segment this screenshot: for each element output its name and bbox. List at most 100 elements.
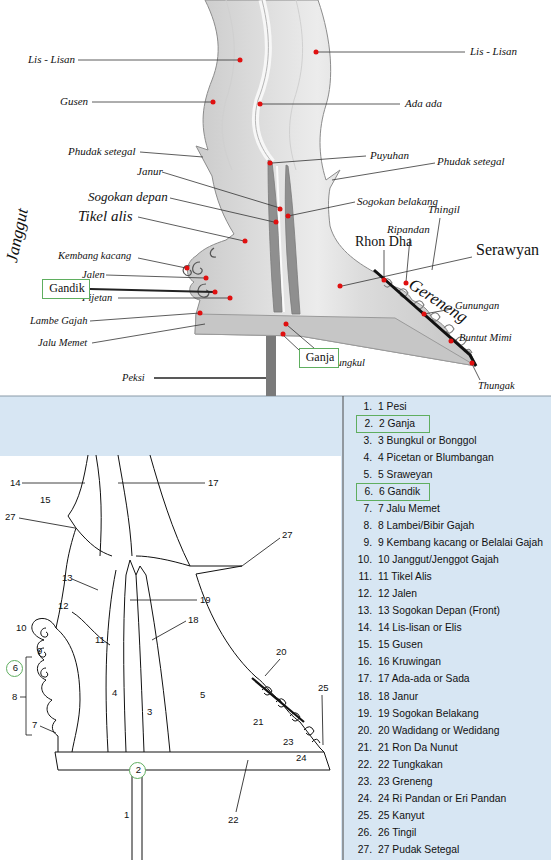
leader-line	[242, 538, 280, 566]
list-marker: 7.	[322, 503, 372, 515]
list-marker: 10.	[322, 554, 372, 566]
highlight-row: 6. 6 Gandik	[356, 483, 430, 501]
highlight-box: Ganja	[299, 348, 339, 368]
list-item: 14 Lis-lisan or Elis	[378, 622, 462, 634]
leader-line	[138, 258, 186, 268]
list-marker: 21.	[322, 742, 372, 754]
callout-number: 25	[318, 682, 329, 693]
list-marker: 27.	[322, 844, 372, 856]
list-marker: 18.	[322, 691, 372, 703]
gusen-line	[290, 0, 303, 170]
list-item: 7 Jalu Memet	[378, 503, 440, 515]
list-item: 15 Gusen	[378, 639, 423, 651]
leader-line	[332, 163, 435, 180]
part-label: Ganja	[300, 349, 340, 366]
keris-blade	[187, 0, 476, 366]
part-label: Peksi	[122, 372, 145, 385]
highlight-row: 2.2 Ganja	[356, 415, 430, 433]
tikel-alis-line	[72, 612, 110, 645]
list-item: 3 Bungkul or Bonggol	[378, 435, 476, 447]
marker-dot	[213, 290, 218, 295]
callout-number: 17	[208, 477, 219, 488]
callout-lines	[19, 483, 323, 812]
leader-line	[152, 621, 186, 640]
list-item: 17 Ada-ada or Sada	[378, 673, 470, 685]
leader-line	[92, 102, 212, 103]
callout-number: 27	[5, 511, 16, 522]
leader-line	[130, 600, 197, 601]
callout-number: 22	[228, 814, 239, 825]
list-marker: 6.	[357, 484, 373, 499]
part-label: Lis - Lisan	[28, 53, 75, 66]
part-label: Gunungan	[455, 300, 499, 313]
leader-line	[154, 377, 266, 379]
leader-line	[140, 152, 203, 157]
marker-dot	[314, 50, 319, 55]
list-marker: 25.	[322, 810, 372, 822]
list-marker: 2.	[357, 416, 373, 431]
picetan-line	[56, 628, 80, 752]
marker-dot	[211, 100, 216, 105]
leader-line	[90, 313, 200, 321]
part-label: Puyuhan	[370, 149, 409, 162]
list-item: 11 Tikel Alis	[378, 571, 432, 583]
leader-line	[90, 289, 214, 292]
callout-number: 24	[296, 752, 307, 763]
part-label: Lambe Gajah	[30, 315, 87, 328]
part-label: Sogokan belakang	[357, 195, 438, 208]
list-marker: 12.	[322, 588, 372, 600]
list-item: 1 Pesi	[378, 401, 407, 413]
callout-number: 2	[130, 763, 147, 777]
part-label: Kembang kacang	[58, 250, 131, 263]
leader-line	[19, 518, 75, 528]
leader-line	[72, 579, 98, 590]
marker-dot	[278, 207, 283, 212]
gandik-curl	[183, 248, 216, 297]
list-marker: 19.	[322, 708, 372, 720]
part-label: Rhon Dha	[355, 234, 412, 251]
gereneng-bracket	[374, 270, 476, 366]
list-item: 6 Gandik	[379, 484, 429, 499]
callout-number: 19	[200, 594, 211, 605]
list-item: 27 Pudak Setegal	[378, 844, 459, 856]
part-label: Janur	[137, 165, 163, 178]
marker-dot	[449, 339, 454, 344]
list-marker: 17.	[322, 673, 372, 685]
highlight-circle: 6	[6, 660, 23, 677]
part-label: Sogokan depan	[88, 189, 168, 205]
leader-line	[138, 217, 244, 241]
callout-number: 14	[10, 477, 21, 488]
callout-number: 27	[282, 529, 293, 540]
part-label: Phudak setegal	[437, 155, 505, 168]
list-item: 8 Lambei/Bibir Gajah	[378, 520, 474, 532]
highlight-box: Gandik	[42, 279, 90, 299]
leader-line	[265, 659, 280, 676]
drawing-background	[0, 456, 341, 860]
callout-number: 23	[283, 736, 294, 747]
ada-ada-line	[118, 455, 132, 556]
blade-back-edge	[150, 455, 324, 752]
list-item: 26 Tingil	[378, 827, 416, 839]
marker-dot	[238, 58, 243, 63]
list-marker: 13.	[322, 605, 372, 617]
list-item: 16 Kruwingan	[378, 656, 441, 668]
callout-number: 9	[37, 645, 42, 656]
part-label: Gusen	[60, 95, 88, 108]
callout-number: 5	[200, 689, 205, 700]
callout-number: 6	[7, 661, 24, 675]
part-label: Janggut	[2, 206, 33, 264]
highlight-circle: 2	[129, 762, 146, 779]
line-drawing	[32, 455, 330, 860]
list-item: 10 Janggut/Jenggot Gajah	[378, 554, 499, 566]
marker-dot	[228, 296, 233, 301]
callout-number: 11	[95, 634, 105, 645]
list-item: 22 Tungkakan	[378, 759, 443, 771]
divider-line	[343, 396, 344, 860]
list-item: 18 Janur	[378, 691, 418, 703]
leader-line	[318, 52, 465, 53]
marker-dot	[281, 332, 286, 337]
leader-line	[342, 257, 472, 286]
part-label: Thungak	[478, 380, 515, 393]
list-item: 5 Sraweyan	[378, 469, 432, 481]
